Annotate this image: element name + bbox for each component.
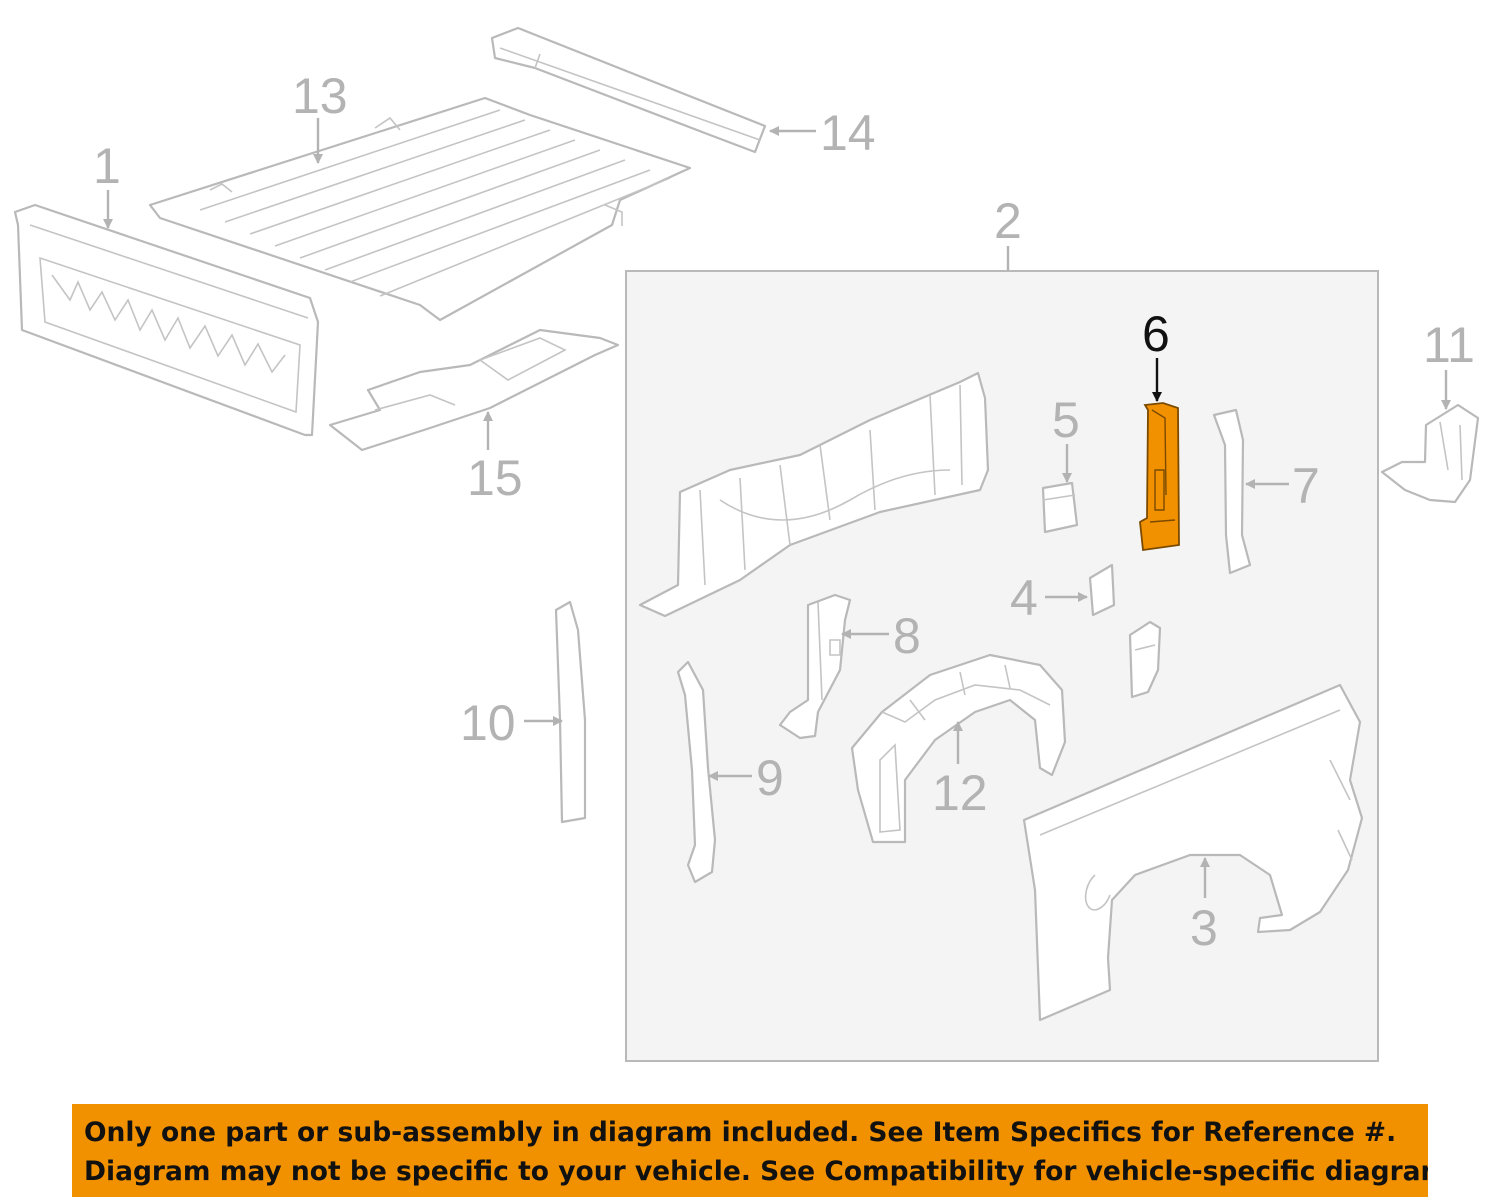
part-3-outer-side-panel	[1022, 683, 1364, 1022]
callout-12-label: 12	[932, 765, 988, 821]
inner-side-panel-part	[638, 371, 990, 618]
bed-floor-part	[148, 96, 692, 322]
part-8-brace	[778, 593, 852, 740]
small-reinforcement-part	[1128, 620, 1162, 699]
disclaimer-banner: Only one part or sub-assembly in diagram…	[72, 1104, 1428, 1197]
disclaimer-line-1: Only one part or sub-assembly in diagram…	[84, 1117, 1397, 1148]
callout-13-label: 13	[292, 68, 348, 124]
callout-9-label: 9	[756, 750, 784, 806]
callout-15-label: 15	[467, 450, 523, 506]
callout-3-label: 3	[1190, 900, 1218, 956]
callout-7-label: 7	[1292, 458, 1320, 514]
callout-6-label: 6	[1142, 306, 1170, 362]
part-5-bracket	[1041, 481, 1079, 534]
part-11-corner-bracket	[1380, 403, 1480, 504]
disclaimer-line-2: Diagram may not be specific to your vehi…	[84, 1156, 1428, 1187]
floor-support-part	[328, 328, 620, 452]
callout-10-label: 10	[460, 695, 516, 751]
callout-5-label: 5	[1052, 392, 1080, 448]
callout-8-label: 8	[893, 608, 921, 664]
front-cross-rail-part	[490, 26, 767, 154]
part-12-wheelhouse	[850, 653, 1067, 844]
callout-2-label: 2	[994, 193, 1022, 249]
part-9-pillar	[676, 660, 717, 884]
part-10-strip	[554, 600, 587, 824]
callout-11-label: 11	[1423, 317, 1475, 373]
callout-1-label: 1	[93, 138, 121, 194]
front-bed-panel-part	[13, 203, 320, 437]
part-7-pillar	[1212, 408, 1252, 575]
callout-14-label: 14	[820, 105, 876, 161]
part-4-plate	[1088, 563, 1116, 617]
part-6-highlighted-bracket	[1139, 402, 1180, 552]
callout-4-label: 4	[1010, 570, 1038, 626]
